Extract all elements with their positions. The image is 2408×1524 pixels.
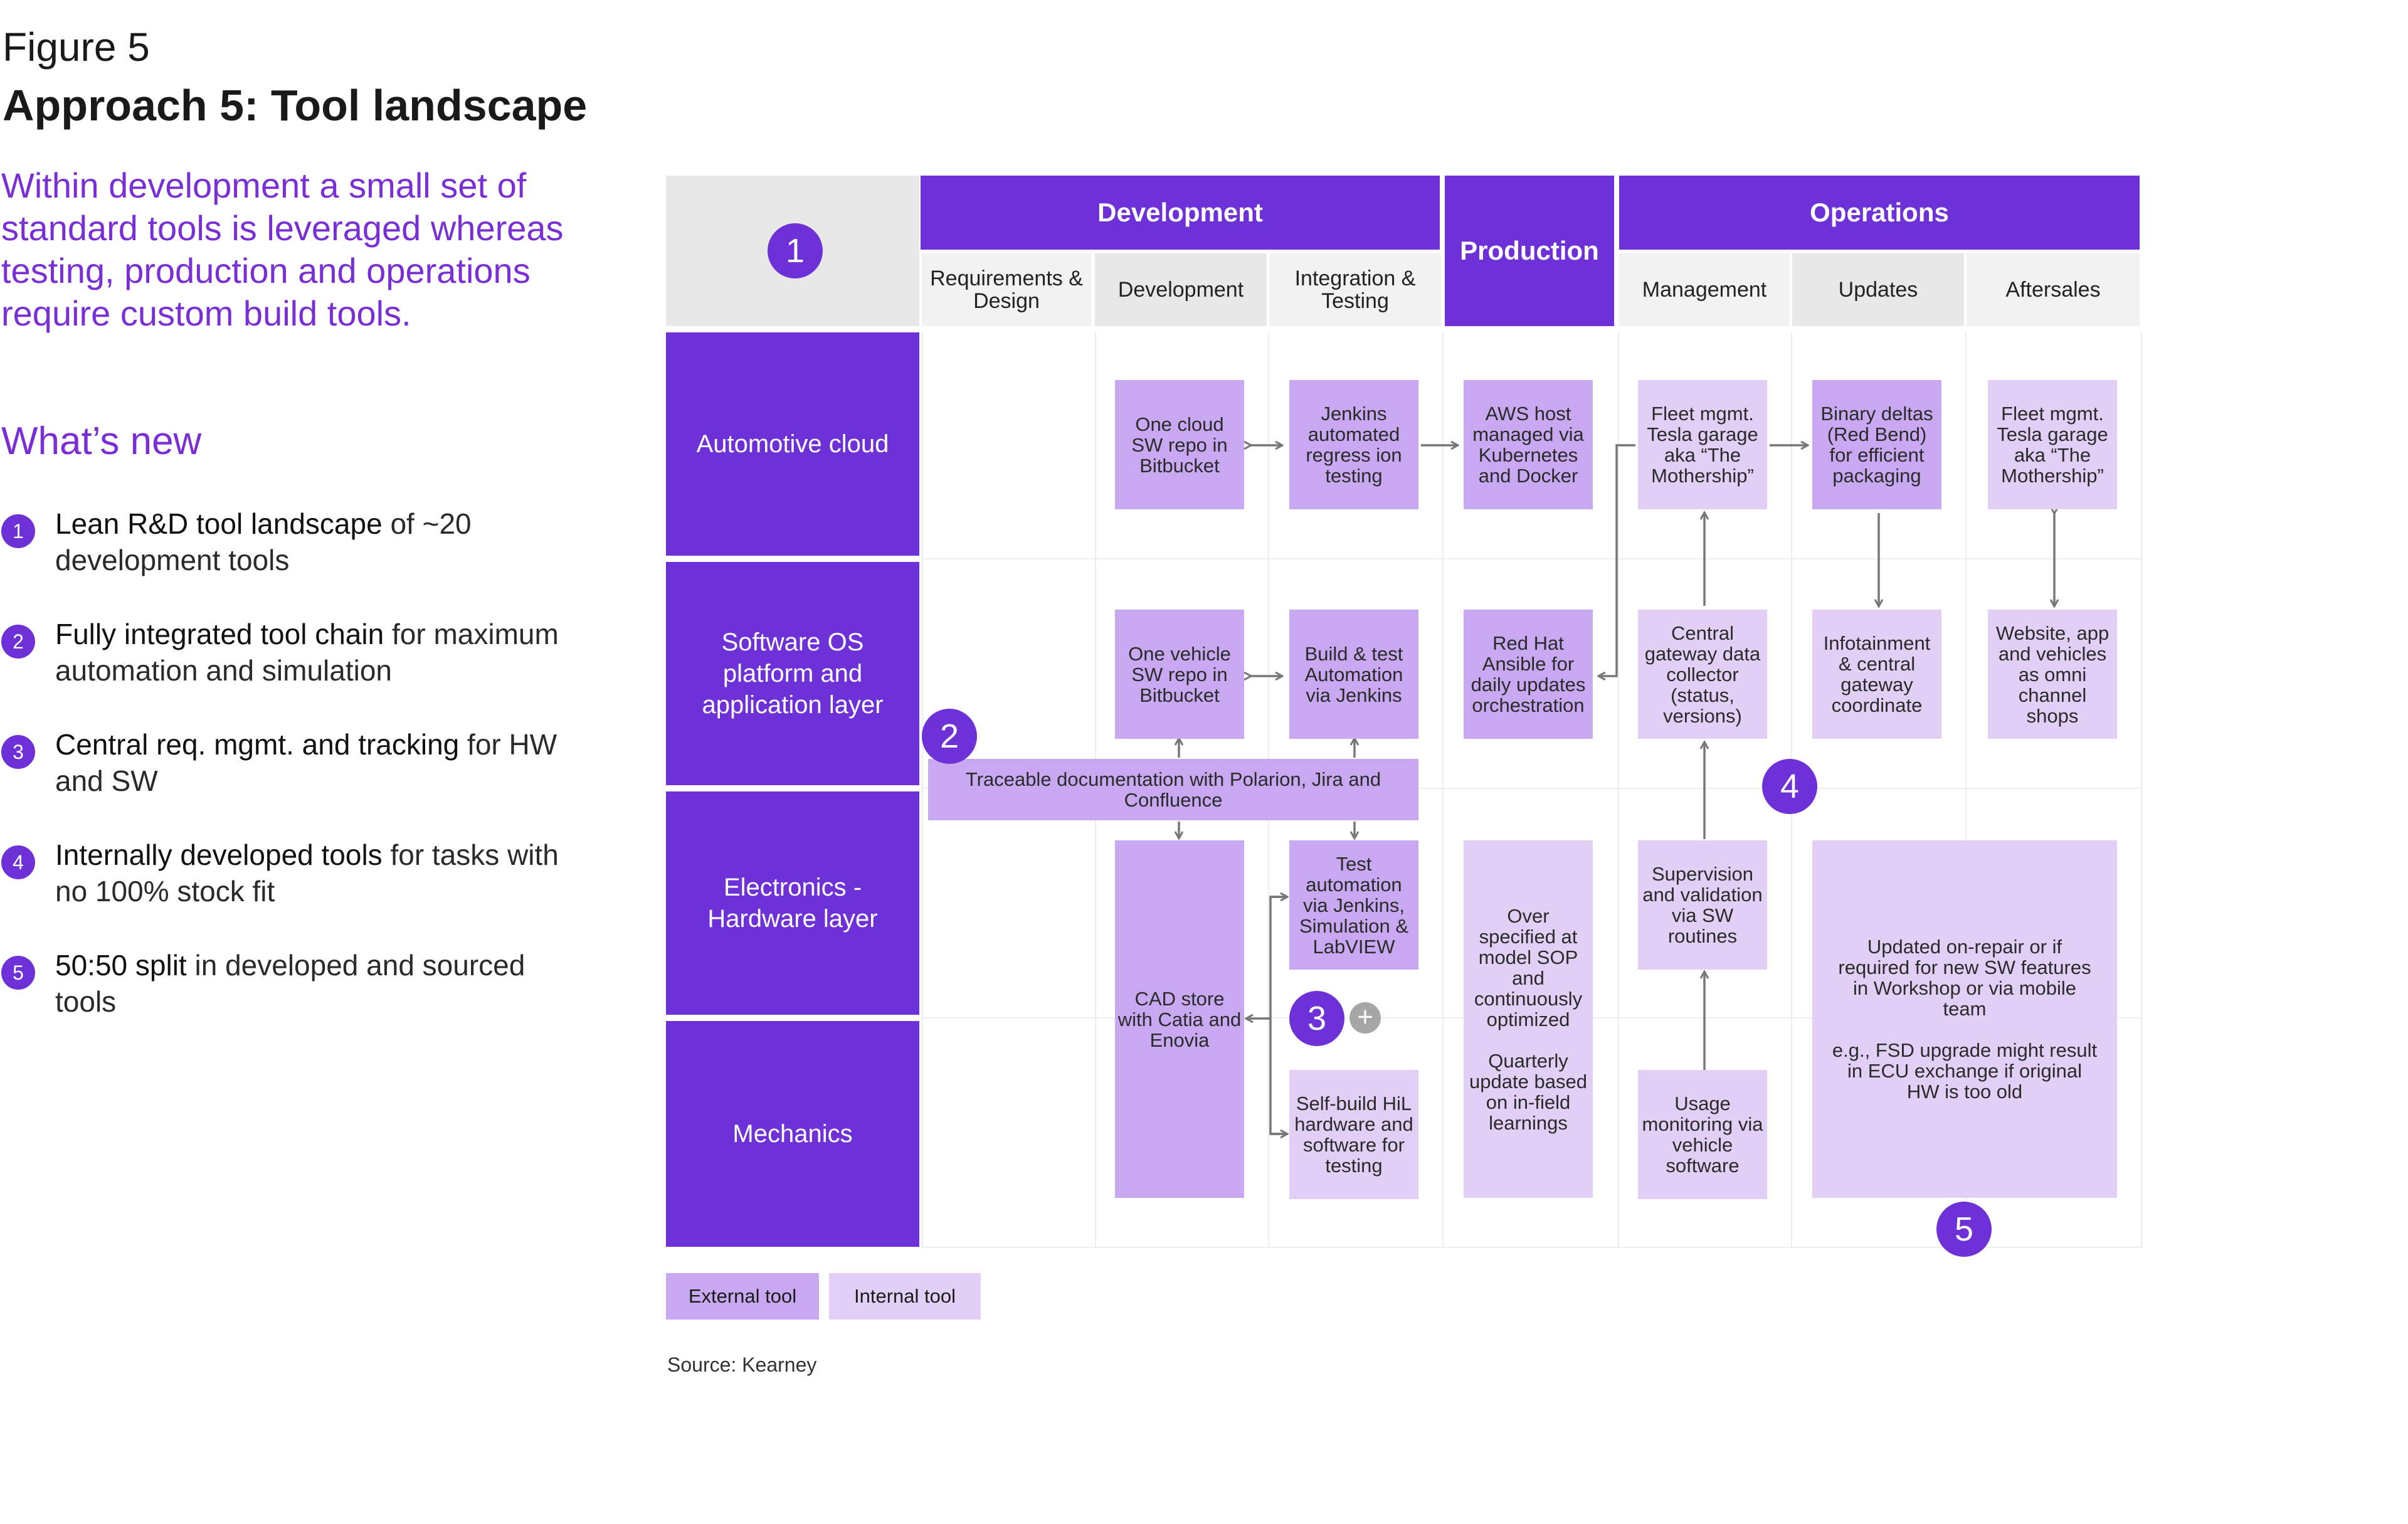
grid-line xyxy=(922,788,2142,789)
phase-header-production: Production xyxy=(1445,176,1614,326)
key-point-strong: Central req. mgmt. and tracking xyxy=(55,728,460,761)
tool-aws-host: AWS host managed via Kubernetes and Dock… xyxy=(1464,380,1593,509)
tool-website-app-shops: Website, app and vehicles as omni channe… xyxy=(1988,610,2117,739)
plus-icon: + xyxy=(1349,1002,1381,1034)
legend-internal-tool: Internal tool xyxy=(829,1273,981,1320)
badge-2: 2 xyxy=(922,709,977,764)
subphase-aftersales: Aftersales xyxy=(1967,253,2140,326)
phase-header-development: Development xyxy=(921,176,1440,250)
grid-line xyxy=(922,1247,2142,1248)
key-point-number: 3 xyxy=(1,735,35,769)
phase-header-operations: Operations xyxy=(1619,176,2140,250)
row-header-electronics: Electronics - Hardware layer xyxy=(666,791,919,1015)
tool-fleet-mgmt: Fleet mgmt. Tesla garage aka “The Mother… xyxy=(1638,380,1767,509)
grid-line xyxy=(1965,332,1967,1248)
key-point-strong: Internally developed tools xyxy=(55,839,383,871)
legend-external-tool: External tool xyxy=(666,1273,819,1320)
page-title: Approach 5: Tool landscape xyxy=(3,81,588,130)
tool-traceable-documentation: Traceable documentation with Polarion, J… xyxy=(928,759,1418,820)
badge-1: 1 xyxy=(768,223,823,278)
tool-central-gateway-collector: Central gateway data collector (status, … xyxy=(1638,610,1767,739)
subphase-development: Development xyxy=(1095,253,1267,326)
key-point-text: in developed and sourced tools xyxy=(55,949,525,1018)
key-point-number: 5 xyxy=(1,956,35,990)
tool-cad-store: CAD store with Catia and Enovia xyxy=(1115,840,1244,1198)
tool-self-build-hil: Self-build HiL hardware and software for… xyxy=(1289,1070,1418,1199)
tool-build-test-automation: Build & test Automation via Jenkins xyxy=(1289,610,1418,739)
tool-infotainment-gateway: Infotainment & central gateway coordinat… xyxy=(1812,610,1941,739)
tool-fleet-mgmt-aftersales: Fleet mgmt. Tesla garage aka “The Mother… xyxy=(1988,380,2117,509)
key-point-text: for HW and SW xyxy=(55,728,557,797)
key-point-5: 5 50:50 split in developed and sourced t… xyxy=(1,947,591,1020)
tool-binary-deltas: Binary deltas (Red Bend) for efficient p… xyxy=(1812,380,1941,509)
tool-over-specified: Over specified at model SOP and continuo… xyxy=(1464,840,1593,1198)
key-point-number: 4 xyxy=(1,845,35,879)
tool-supervision-validation: Supervision and validation via SW routin… xyxy=(1638,840,1767,970)
whats-new-heading: What’s new xyxy=(1,420,202,463)
grid-line xyxy=(922,558,2142,559)
subphase-updates: Updates xyxy=(1792,253,1964,326)
key-point-strong: Lean R&D tool landscape xyxy=(55,507,383,540)
tool-test-automation: Test automation via Jenkins, Simulation … xyxy=(1289,840,1418,970)
key-point-text: for maximum automation and simulation xyxy=(55,618,559,687)
tool-usage-monitoring: Usage monitoring via vehicle software xyxy=(1638,1070,1767,1199)
row-header-software-os: Software OS platform and application lay… xyxy=(666,562,919,785)
intro-text: Within development a small set of standa… xyxy=(1,166,564,333)
key-point-text: of ~20 development tools xyxy=(55,507,472,576)
subphase-requirements-design: Requirements & Design xyxy=(922,253,1091,326)
key-point-text: for tasks with no 100% stock fit xyxy=(55,839,559,908)
key-point-number: 2 xyxy=(1,625,35,659)
row-header-mechanics: Mechanics xyxy=(666,1021,919,1247)
key-point-2: 2 Fully integrated tool chain for maximu… xyxy=(1,616,591,689)
key-point-strong: Fully integrated tool chain xyxy=(55,618,384,650)
figure-label: Figure 5 xyxy=(3,24,150,70)
grid-line xyxy=(1618,332,1619,1248)
tool-cloud-sw-repo: One cloud SW repo in Bitbucket xyxy=(1115,380,1244,509)
tool-vehicle-sw-repo: One vehicle SW repo in Bitbucket xyxy=(1115,610,1244,739)
grid-line xyxy=(2141,332,2142,1248)
subphase-management: Management xyxy=(1619,253,1790,326)
key-point-3: 3 Central req. mgmt. and tracking for HW… xyxy=(1,726,591,799)
grid-line xyxy=(1442,332,1444,1248)
badge-5: 5 xyxy=(1936,1202,1992,1257)
row-header-automotive-cloud: Automotive cloud xyxy=(666,332,919,556)
badge-3: 3 xyxy=(1289,991,1344,1046)
tool-jenkins-regression: Jenkins automated regress ion testing xyxy=(1289,380,1418,509)
key-point-4: 4 Internally developed tools for tasks w… xyxy=(1,837,591,909)
tool-red-hat-ansible: Red Hat Ansible for daily updates orches… xyxy=(1464,610,1593,739)
key-point-strong: 50:50 split xyxy=(55,949,187,982)
badge-4: 4 xyxy=(1762,759,1817,814)
tool-updated-on-repair: Updated on-repair or if required for new… xyxy=(1812,840,2117,1198)
subphase-integration-testing: Integration & Testing xyxy=(1269,253,1441,326)
key-point-number: 1 xyxy=(1,514,35,548)
key-point-1: 1 Lean R&D tool landscape of ~20 develop… xyxy=(1,505,591,578)
source-note: Source: Kearney xyxy=(667,1353,817,1376)
